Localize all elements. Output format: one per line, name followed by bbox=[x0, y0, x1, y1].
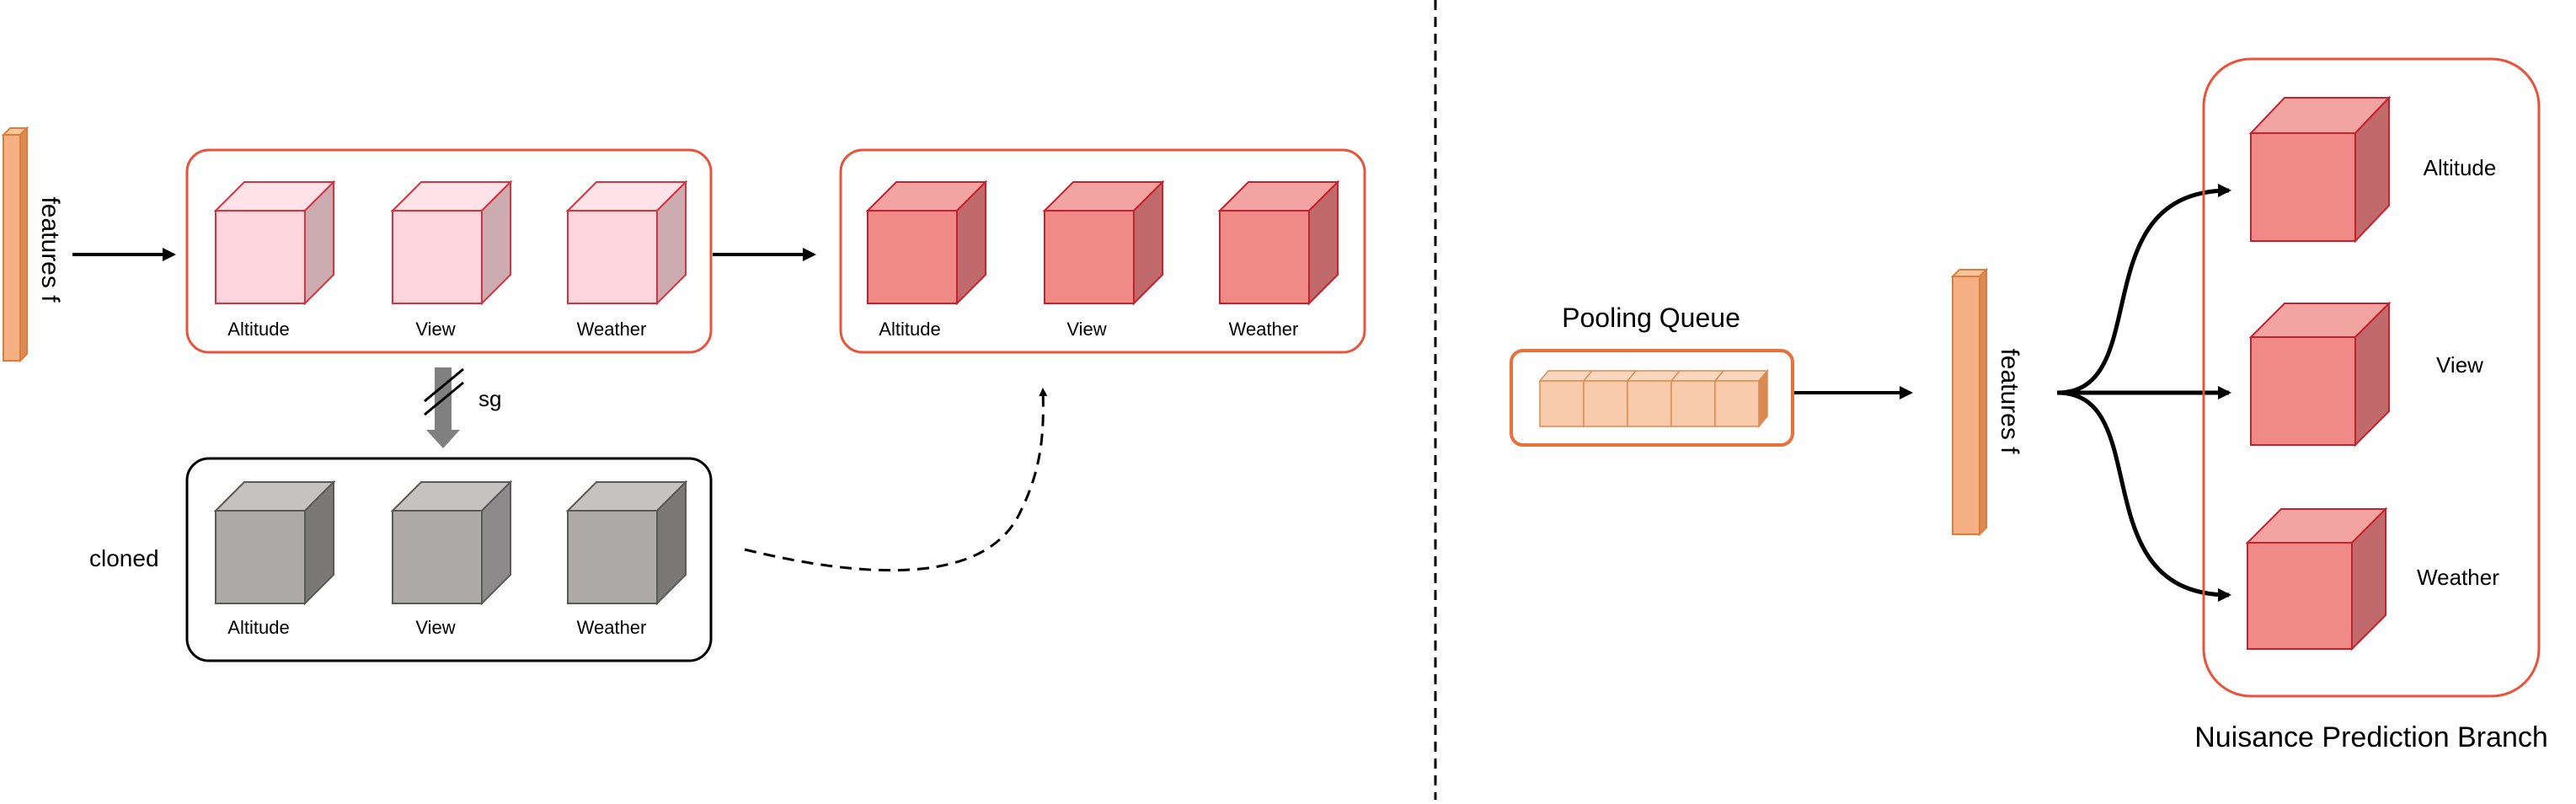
gray-label-weather: Weather bbox=[577, 617, 647, 638]
cloned-group-box bbox=[185, 457, 713, 662]
nuisance-branch-label: Nuisance Prediction Branch bbox=[2194, 721, 2548, 753]
pooling-queue-label: Pooling Queue bbox=[1562, 303, 1740, 333]
head-cube-altitude bbox=[2248, 95, 2392, 244]
head-label-weather: Weather bbox=[2417, 565, 2499, 590]
light-cube-view bbox=[390, 180, 513, 306]
queue-cell-4 bbox=[1670, 370, 1725, 427]
gray-label-altitude: Altitude bbox=[227, 617, 289, 638]
gray-cube-weather bbox=[565, 480, 688, 606]
gray-cube-altitude bbox=[213, 480, 336, 606]
head-cube-view bbox=[2248, 301, 2392, 448]
dark-label-altitude: Altitude bbox=[879, 319, 940, 340]
dark-group-box bbox=[839, 148, 1366, 354]
light-cube-weather bbox=[565, 180, 688, 306]
dashed-copy-arrow bbox=[744, 388, 1048, 572]
light-group-box bbox=[185, 148, 713, 354]
dark-label-weather: Weather bbox=[1229, 319, 1299, 340]
head-cube-weather bbox=[2245, 507, 2388, 651]
pooling-queue-cells bbox=[1538, 368, 1769, 429]
queue-cell-3 bbox=[1626, 370, 1681, 427]
cloned-label: cloned bbox=[89, 545, 159, 571]
right-features-label: features f bbox=[1996, 348, 2023, 454]
nuisance-branch-box bbox=[2202, 57, 2541, 698]
light-label-weather: Weather bbox=[577, 319, 647, 340]
left-feature-bar bbox=[1, 126, 29, 363]
red-cube-weather bbox=[1217, 180, 1340, 306]
queue-cell-2 bbox=[1582, 370, 1638, 427]
red-cube-view bbox=[1042, 180, 1165, 306]
stop-gradient-label: sg bbox=[478, 386, 501, 411]
left-features-label: features f bbox=[36, 196, 64, 303]
light-label-altitude: Altitude bbox=[227, 319, 289, 340]
head-label-altitude: Altitude bbox=[2424, 155, 2497, 180]
dark-label-view: View bbox=[1066, 319, 1106, 340]
light-label-view: View bbox=[415, 319, 455, 340]
branch-arrows bbox=[2056, 184, 2231, 602]
head-label-view: View bbox=[2436, 352, 2483, 378]
stop-gradient-arrow bbox=[424, 367, 464, 448]
right-feature-bar bbox=[1950, 267, 1989, 537]
queue-cell-5 bbox=[1713, 368, 1769, 429]
light-cube-altitude bbox=[213, 180, 336, 306]
gray-cube-view bbox=[390, 480, 513, 606]
red-cube-altitude bbox=[865, 180, 988, 306]
gray-label-view: View bbox=[415, 617, 455, 638]
pooling-queue-box bbox=[1510, 349, 1794, 447]
